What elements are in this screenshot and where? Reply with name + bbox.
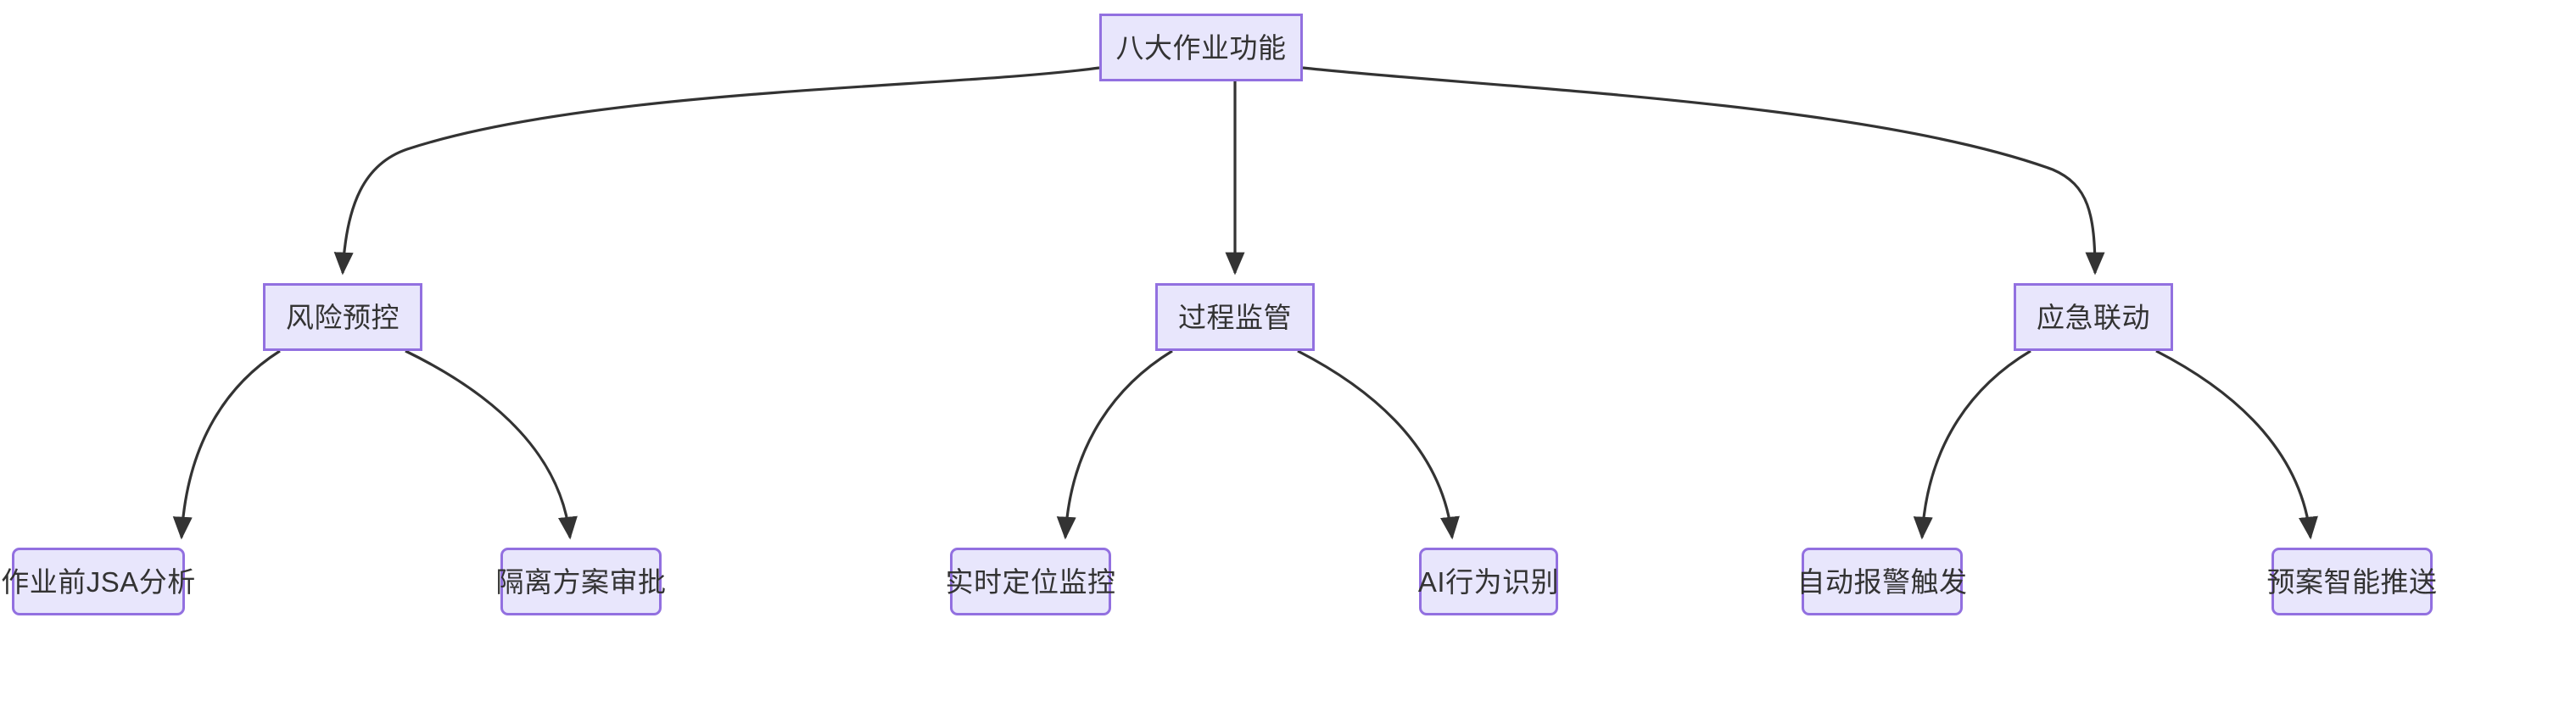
node-leaf-realtime-positioning-label: 实时定位监控 bbox=[945, 565, 1116, 598]
node-leaf-ai-behavior-recognition[interactable]: AI行为识别 bbox=[1417, 548, 1560, 615]
edge-branch1-leaf2 bbox=[405, 349, 578, 540]
node-branch-risk-prevention[interactable]: 风险预控 bbox=[263, 283, 422, 351]
node-leaf-jsa-analysis-label: 作业前JSA分析 bbox=[1, 565, 196, 598]
node-root-label: 八大作业功能 bbox=[1115, 31, 1287, 64]
node-leaf-auto-alarm-trigger[interactable]: 自动报警触发 bbox=[1797, 548, 1967, 615]
edge-branch1-leaf1 bbox=[172, 349, 281, 540]
node-branch-process-supervision-label: 过程监管 bbox=[1178, 301, 1292, 333]
node-leaf-plan-smart-push[interactable]: 预案智能推送 bbox=[2267, 548, 2437, 615]
node-branch-emergency-response[interactable]: 应急联动 bbox=[2014, 283, 2173, 351]
edge-root-branch1 bbox=[333, 66, 1100, 276]
edge-branch3-leaf6 bbox=[2155, 349, 2318, 540]
node-branch-process-supervision[interactable]: 过程监管 bbox=[1155, 283, 1315, 351]
node-leaf-ai-behavior-recognition-label: AI行为识别 bbox=[1417, 565, 1560, 598]
node-branch-risk-prevention-label: 风险预控 bbox=[286, 301, 400, 333]
node-leaf-realtime-positioning[interactable]: 实时定位监控 bbox=[946, 548, 1115, 615]
node-leaf-plan-smart-push-label: 预案智能推送 bbox=[2266, 565, 2438, 598]
node-leaf-auto-alarm-trigger-label: 自动报警触发 bbox=[1796, 565, 1968, 598]
edge-branch2-leaf4 bbox=[1297, 349, 1460, 540]
node-leaf-isolation-approval[interactable]: 隔离方案审批 bbox=[496, 548, 666, 615]
node-leaf-isolation-approval-label: 隔离方案审批 bbox=[495, 565, 667, 598]
node-leaf-jsa-analysis[interactable]: 作业前JSA分析 bbox=[1, 548, 195, 615]
edge-root-branch3 bbox=[1302, 66, 2105, 276]
edge-branch2-leaf3 bbox=[1056, 349, 1173, 540]
edge-branch3-leaf5 bbox=[1913, 349, 2031, 540]
node-branch-emergency-response-label: 应急联动 bbox=[2037, 301, 2150, 333]
node-root[interactable]: 八大作业功能 bbox=[1099, 14, 1303, 81]
